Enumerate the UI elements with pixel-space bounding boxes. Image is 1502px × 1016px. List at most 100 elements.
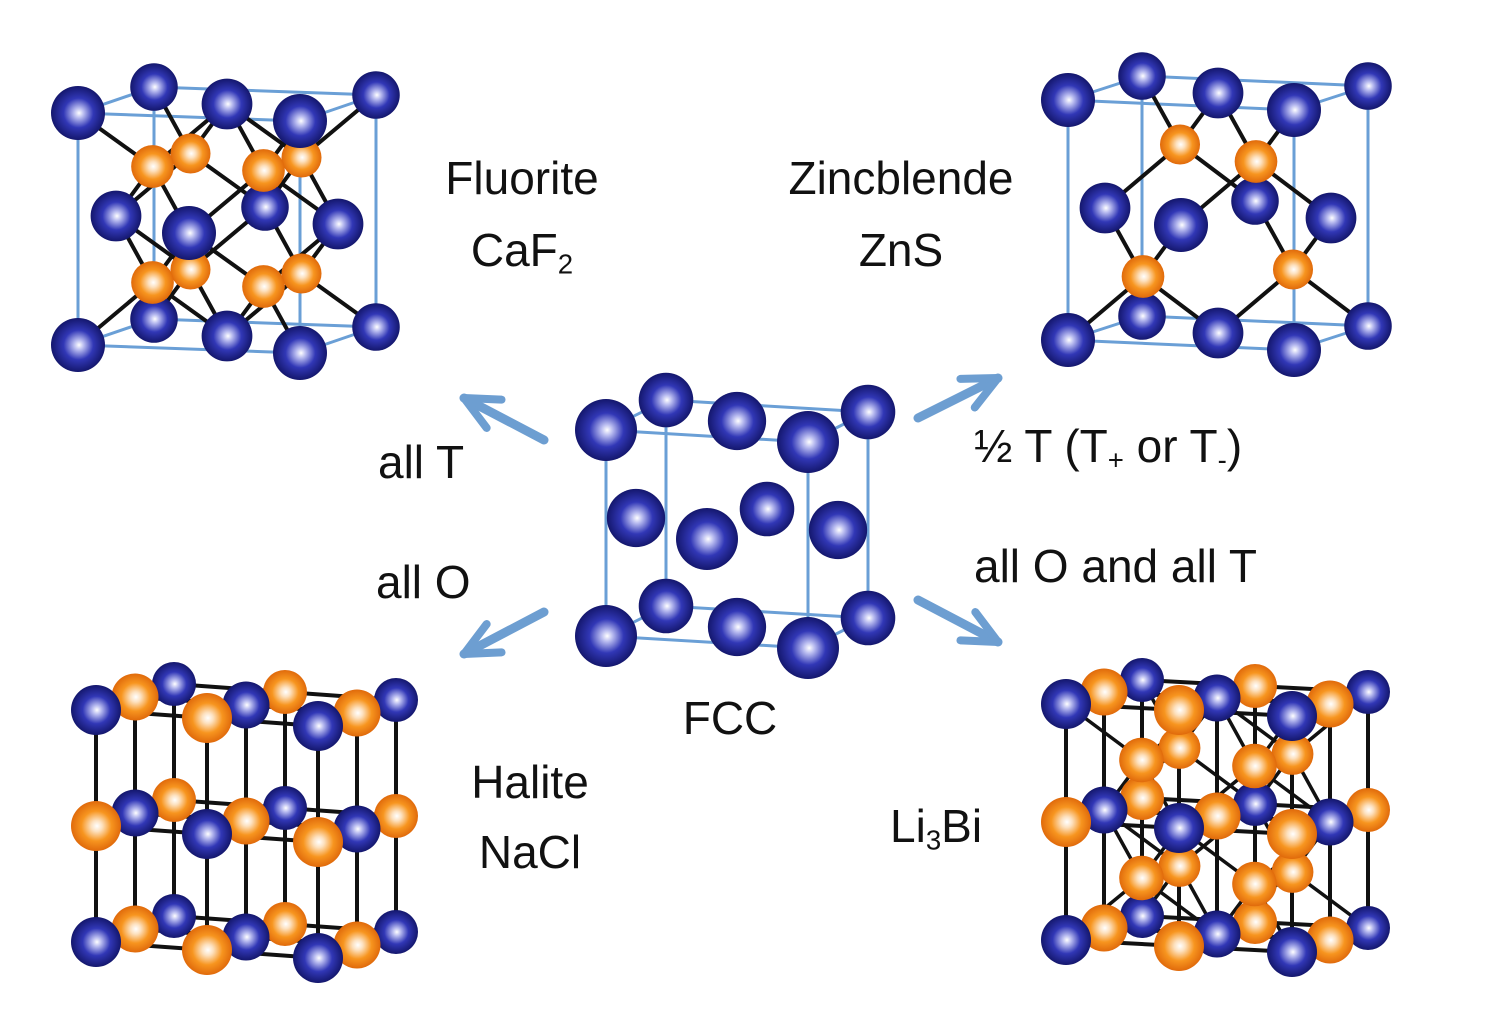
blue-sphere-icon <box>1154 198 1208 252</box>
cell-edge <box>76 343 302 355</box>
halite-formula: NaCl <box>478 826 582 878</box>
blue-sphere-icon <box>638 578 694 634</box>
blue-sphere-icon <box>293 933 343 983</box>
blue-sphere-icon <box>1041 915 1091 965</box>
arrows <box>459 373 1003 659</box>
orange-sphere-icon <box>1271 733 1314 775</box>
blue-sphere-icon <box>1120 658 1164 702</box>
blue-sphere-icon <box>312 198 364 250</box>
li3bi-structure <box>1041 658 1390 977</box>
orange-sphere-icon <box>281 137 322 178</box>
orange-sphere-icon <box>111 905 159 953</box>
blue-sphere-icon <box>1233 782 1277 826</box>
orange-sphere-icon <box>222 797 270 845</box>
orange-sphere-icon <box>1158 727 1201 769</box>
halite-structure <box>71 662 418 983</box>
cell-edge <box>1140 74 1370 88</box>
orange-sphere-icon <box>1272 249 1314 290</box>
blue-sphere-icon <box>1079 182 1131 234</box>
blue-sphere-icon <box>1118 52 1166 100</box>
blue-sphere-icon <box>130 63 178 111</box>
blue-sphere-icon <box>182 809 232 859</box>
blue-sphere-icon <box>777 411 839 473</box>
zincblende-rule-mid: or T <box>1123 420 1218 472</box>
blue-sphere-icon <box>575 605 637 667</box>
orange-sphere-icon <box>1154 685 1204 735</box>
blue-sphere-icon <box>1267 323 1321 377</box>
orange-sphere-icon <box>1193 792 1241 840</box>
blue-sphere-icon <box>51 318 105 372</box>
arrow-to-li3bi <box>913 595 1003 647</box>
orange-sphere-icon <box>1271 851 1314 893</box>
cell-edge <box>664 604 870 620</box>
blue-sphere-icon <box>1192 67 1244 119</box>
blue-sphere-icon <box>374 678 418 722</box>
orange-sphere-icon <box>1080 904 1128 952</box>
blue-sphere-icon <box>111 789 159 837</box>
orange-sphere-icon <box>1154 921 1204 971</box>
blue-sphere-icon <box>1120 894 1164 938</box>
blue-sphere-icon <box>374 910 418 954</box>
blue-sphere-icon <box>152 894 196 938</box>
blue-sphere-icon <box>162 206 216 260</box>
orange-sphere-icon <box>1119 737 1164 783</box>
blue-sphere-icon <box>201 310 253 362</box>
fluorite-name: Fluorite <box>445 152 599 204</box>
li3bi-rule: all O and all T <box>974 540 1257 592</box>
fluorite-formula-subscript: 2 <box>557 248 574 280</box>
cell-edge <box>1066 338 1296 352</box>
blue-sphere-icon <box>1118 292 1166 340</box>
blue-sphere-icon <box>1041 73 1095 127</box>
arrow-to-zincblende <box>913 373 1003 423</box>
blue-sphere-icon <box>840 590 896 646</box>
blue-sphere-icon <box>1344 62 1392 110</box>
blue-sphere-icon <box>1192 307 1244 359</box>
li3bi-formula-a: Li <box>890 800 926 852</box>
orange-sphere-icon <box>182 925 232 975</box>
blue-sphere-icon <box>606 488 666 548</box>
blue-sphere-icon <box>293 701 343 751</box>
cell-edge <box>604 428 810 444</box>
blue-sphere-icon <box>71 685 121 735</box>
orange-sphere-icon <box>374 794 418 838</box>
orange-sphere-icon <box>263 670 307 714</box>
blue-sphere-icon <box>808 500 868 560</box>
arrow-to-fluorite <box>459 393 549 445</box>
orange-sphere-icon <box>1041 797 1091 847</box>
zincblende-rule-pre: ½ T (T <box>974 420 1108 472</box>
orange-sphere-icon <box>1119 855 1164 901</box>
orange-sphere-icon <box>71 801 121 851</box>
blue-sphere-icon <box>273 326 327 380</box>
blue-sphere-icon <box>1346 906 1390 950</box>
fluorite-formula-base: CaF <box>470 224 558 276</box>
halite-rule: all O <box>376 556 471 608</box>
cell-edge <box>604 634 810 650</box>
zincblende-name: Zincblende <box>788 152 1014 204</box>
blue-sphere-icon <box>1267 83 1321 137</box>
orange-sphere-icon <box>170 133 211 174</box>
orange-sphere-icon <box>1233 900 1277 944</box>
blue-sphere-icon <box>1154 803 1204 853</box>
blue-sphere-icon <box>1346 670 1390 714</box>
blue-sphere-icon <box>241 183 289 231</box>
blue-sphere-icon <box>575 399 637 461</box>
fcc-label: FCC <box>682 692 778 744</box>
blue-sphere-icon <box>201 78 253 130</box>
orange-sphere-icon <box>1121 255 1165 298</box>
blue-sphere-icon <box>1041 679 1091 729</box>
blue-sphere-icon <box>777 617 839 679</box>
orange-sphere-icon <box>1233 664 1277 708</box>
fluorite-formula: CaF2 <box>412 224 632 278</box>
orange-sphere-icon <box>1306 680 1354 728</box>
orange-sphere-icon <box>242 149 285 192</box>
cell-edge <box>76 111 302 123</box>
blue-sphere-icon <box>352 303 400 351</box>
orange-sphere-icon <box>242 265 285 308</box>
orange-sphere-icon <box>333 921 381 969</box>
fcc-structure <box>575 372 896 679</box>
orange-sphere-icon <box>1232 743 1277 789</box>
blue-sphere-icon <box>1041 313 1095 367</box>
blue-sphere-icon <box>1267 691 1317 741</box>
zincblende-rule-sub-minus: - <box>1217 444 1227 476</box>
orange-sphere-icon <box>1267 809 1317 859</box>
